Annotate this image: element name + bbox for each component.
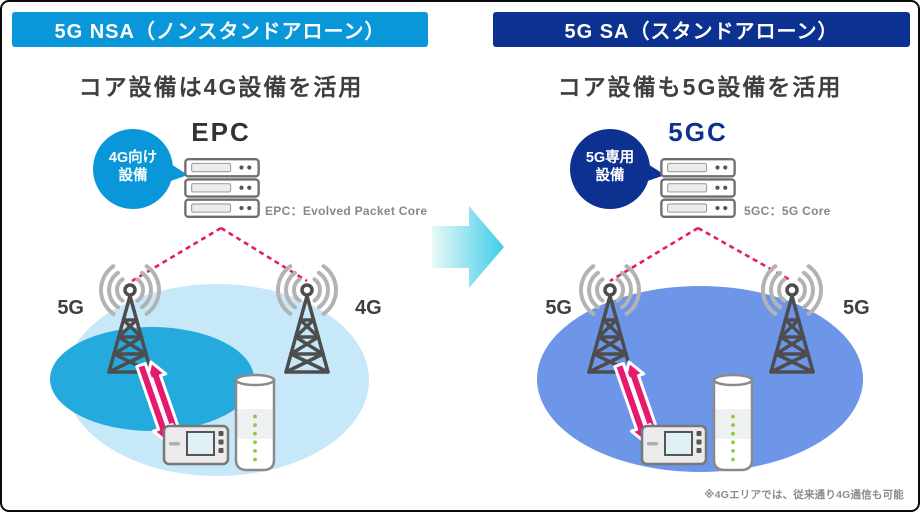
sa-bubble-text: 5G専用 設備: [564, 149, 656, 185]
5gc-caption: 5GC：5G Core: [744, 204, 831, 218]
nsa-tower-right-label: 4G: [355, 297, 382, 319]
sa-bubble-line2: 設備: [595, 168, 625, 184]
sa-tower-right-label: 5G: [843, 297, 870, 319]
transition-arrow-icon: [432, 206, 504, 288]
nsa-subtitle: コア設備は4G設備を活用: [78, 74, 364, 100]
5gc-server-icon: [660, 158, 736, 219]
sa-tower-left-label: 5G: [545, 297, 572, 319]
sa-bubble-line1: 5G専用: [585, 150, 635, 166]
epc-caption: EPC：Evolved Packet Core: [265, 204, 428, 218]
epc-server-icon: [184, 158, 260, 219]
sa-subtitle: コア設備も5G設備を活用: [557, 74, 843, 100]
nsa-speech-bubble: [93, 129, 188, 209]
footnote: ※4Gエリアでは、従来通り4G通信も可能: [704, 489, 904, 501]
sa-speech-bubble: [570, 129, 665, 209]
5gc-core-label: 5GC: [668, 117, 728, 147]
nsa-bubble-line1: 4G向け: [108, 150, 158, 166]
nsa-header: 5G NSA（ノンスタンドアローン）: [12, 12, 428, 47]
nsa-tower-left-label: 5G: [57, 297, 84, 319]
epc-core-label: EPC: [191, 117, 251, 147]
nsa-bubble-text: 4G向け 設備: [87, 149, 179, 185]
sa-header: 5G SA（スタンドアローン）: [493, 12, 910, 47]
nsa-bubble-line2: 設備: [118, 168, 148, 184]
